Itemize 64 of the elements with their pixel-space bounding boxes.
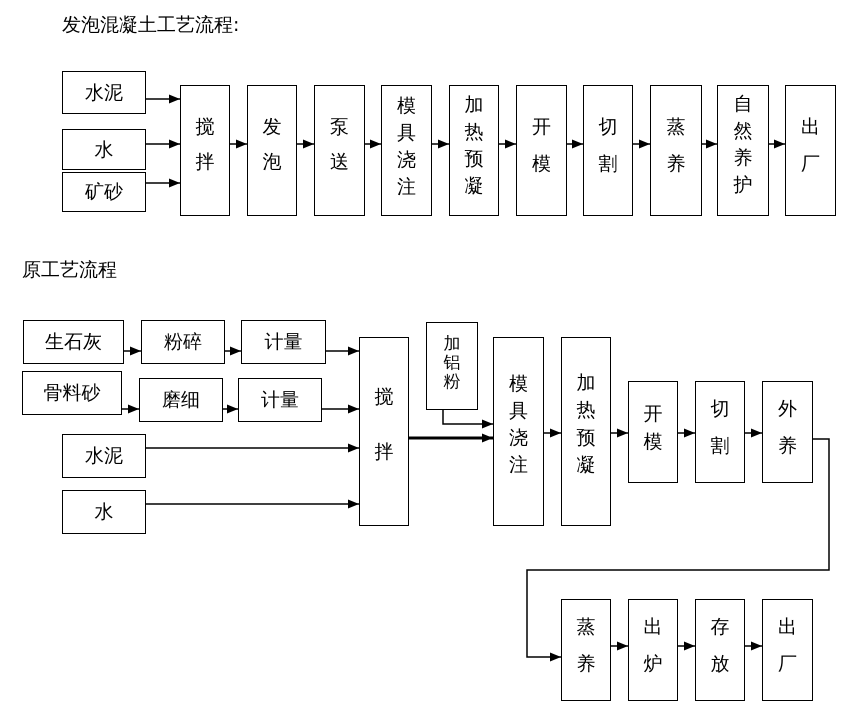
input-box: 矿砂 xyxy=(62,172,146,212)
process-box: 粉碎 xyxy=(141,320,225,364)
arrow xyxy=(432,140,449,148)
arrow xyxy=(146,500,359,508)
arrow xyxy=(745,642,762,650)
input-box: 水泥 xyxy=(62,434,146,478)
process-box: 出厂 xyxy=(785,85,836,216)
arrow xyxy=(365,140,381,148)
arrow xyxy=(409,434,493,442)
arrow xyxy=(611,642,628,650)
process-box: 出厂 xyxy=(762,599,813,701)
heading: 原工艺流程 xyxy=(22,258,117,282)
arrow xyxy=(146,94,180,104)
process-box: 发泡 xyxy=(247,85,297,216)
process-box: 自然养护 xyxy=(717,85,769,216)
arrow xyxy=(633,140,650,148)
arrow xyxy=(526,438,830,662)
process-box: 蒸养 xyxy=(561,599,611,701)
arrow xyxy=(230,140,247,148)
arrow xyxy=(223,404,238,414)
process-box: 蒸养 xyxy=(650,85,702,216)
arrow xyxy=(442,410,493,428)
arrow xyxy=(225,346,241,356)
process-box: 搅拌 xyxy=(359,337,409,526)
process-box: 出炉 xyxy=(628,599,678,701)
input-box: 骨料砂 xyxy=(22,371,122,415)
arrow xyxy=(611,428,628,438)
process-box: 开模 xyxy=(628,381,678,483)
process-box: 外养 xyxy=(762,381,813,483)
arrow xyxy=(146,444,359,452)
process-box: 计量 xyxy=(241,320,326,364)
process-box: 模具浇注 xyxy=(493,337,544,526)
arrow xyxy=(146,178,180,188)
arrow xyxy=(702,140,717,148)
title: 发泡混凝土工艺流程: xyxy=(62,13,240,37)
arrow xyxy=(297,140,314,148)
arrow xyxy=(124,346,141,356)
arrow xyxy=(678,642,695,650)
arrow xyxy=(544,428,561,438)
arrow xyxy=(146,140,180,148)
input-box: 生石灰 xyxy=(23,320,124,364)
process-box: 切割 xyxy=(583,85,633,216)
process-box: 磨细 xyxy=(139,378,223,422)
arrow xyxy=(678,428,695,438)
process-box: 存放 xyxy=(695,599,745,701)
arrow xyxy=(326,346,359,356)
process-box: 加热预凝 xyxy=(561,337,611,526)
arrow xyxy=(499,140,516,148)
process-box: 计量 xyxy=(238,378,322,422)
process-box: 搅拌 xyxy=(180,85,230,216)
arrow xyxy=(322,404,359,414)
input-box: 加铝粉 xyxy=(426,322,478,410)
input-box: 水泥 xyxy=(62,71,146,114)
process-box: 切割 xyxy=(695,381,745,483)
process-box: 加热预凝 xyxy=(449,85,499,216)
arrow xyxy=(745,428,762,438)
process-box: 泵送 xyxy=(314,85,365,216)
arrow xyxy=(122,404,139,414)
process-box: 开模 xyxy=(516,85,567,216)
process-box: 模具浇注 xyxy=(381,85,432,216)
arrow xyxy=(769,140,785,148)
input-box: 水 xyxy=(62,490,146,534)
input-box: 水 xyxy=(62,129,146,170)
arrow xyxy=(567,140,583,148)
